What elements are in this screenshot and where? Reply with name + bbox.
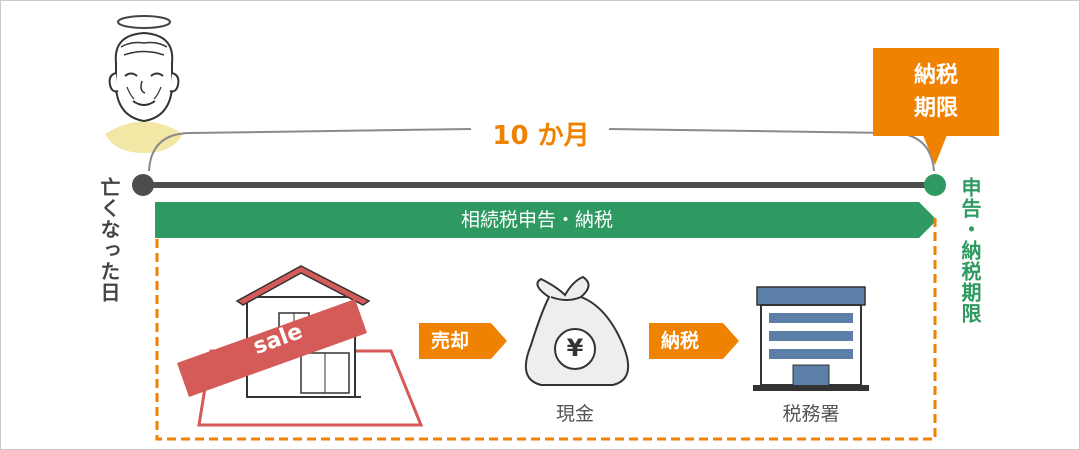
tax-payment-deadline-box: 納税期限 xyxy=(873,48,999,136)
tax-office-caption: 税務署 xyxy=(782,403,840,425)
sale-ribbon xyxy=(177,299,367,397)
nose xyxy=(140,80,146,94)
deadline-box-pointer xyxy=(923,135,947,165)
money-bag-illustration xyxy=(524,275,630,386)
date-of-death-label: 亡くなった日 xyxy=(97,177,121,303)
tax-payment-arrow xyxy=(649,323,739,359)
filing-period-band xyxy=(155,202,937,238)
duration-label: 10 か月 xyxy=(492,121,590,151)
left-ear xyxy=(108,72,119,93)
sell-arrow-label: 売却 xyxy=(431,330,470,352)
left-eye xyxy=(124,72,138,77)
right-ear xyxy=(169,72,180,93)
collar xyxy=(105,121,183,153)
filing-period-band-label: 相続税申告・納税 xyxy=(460,209,613,231)
filing-deadline-label: 申告・納税期限 xyxy=(958,177,982,324)
halo xyxy=(117,15,171,29)
tax-office-building-illustration xyxy=(753,286,869,391)
deceased-person-illustration xyxy=(105,15,183,153)
asset-flow-bracket xyxy=(155,213,937,441)
deadline-box-bg xyxy=(873,48,999,136)
tax-payment-deadline-text: 納税期限 xyxy=(913,63,958,121)
yen-coin xyxy=(554,328,596,370)
sell-arrow xyxy=(419,323,507,359)
mouth xyxy=(132,100,156,106)
head xyxy=(114,31,174,123)
duration-arc-left xyxy=(148,128,472,172)
tax-payment-arrow-label: 納税 xyxy=(661,330,700,352)
yen-icon: ¥ xyxy=(566,334,584,362)
right-eye xyxy=(150,72,164,77)
timeline-end-dot xyxy=(924,174,946,196)
cash-caption: 現金 xyxy=(555,403,594,425)
timeline-start-dot xyxy=(132,174,154,196)
